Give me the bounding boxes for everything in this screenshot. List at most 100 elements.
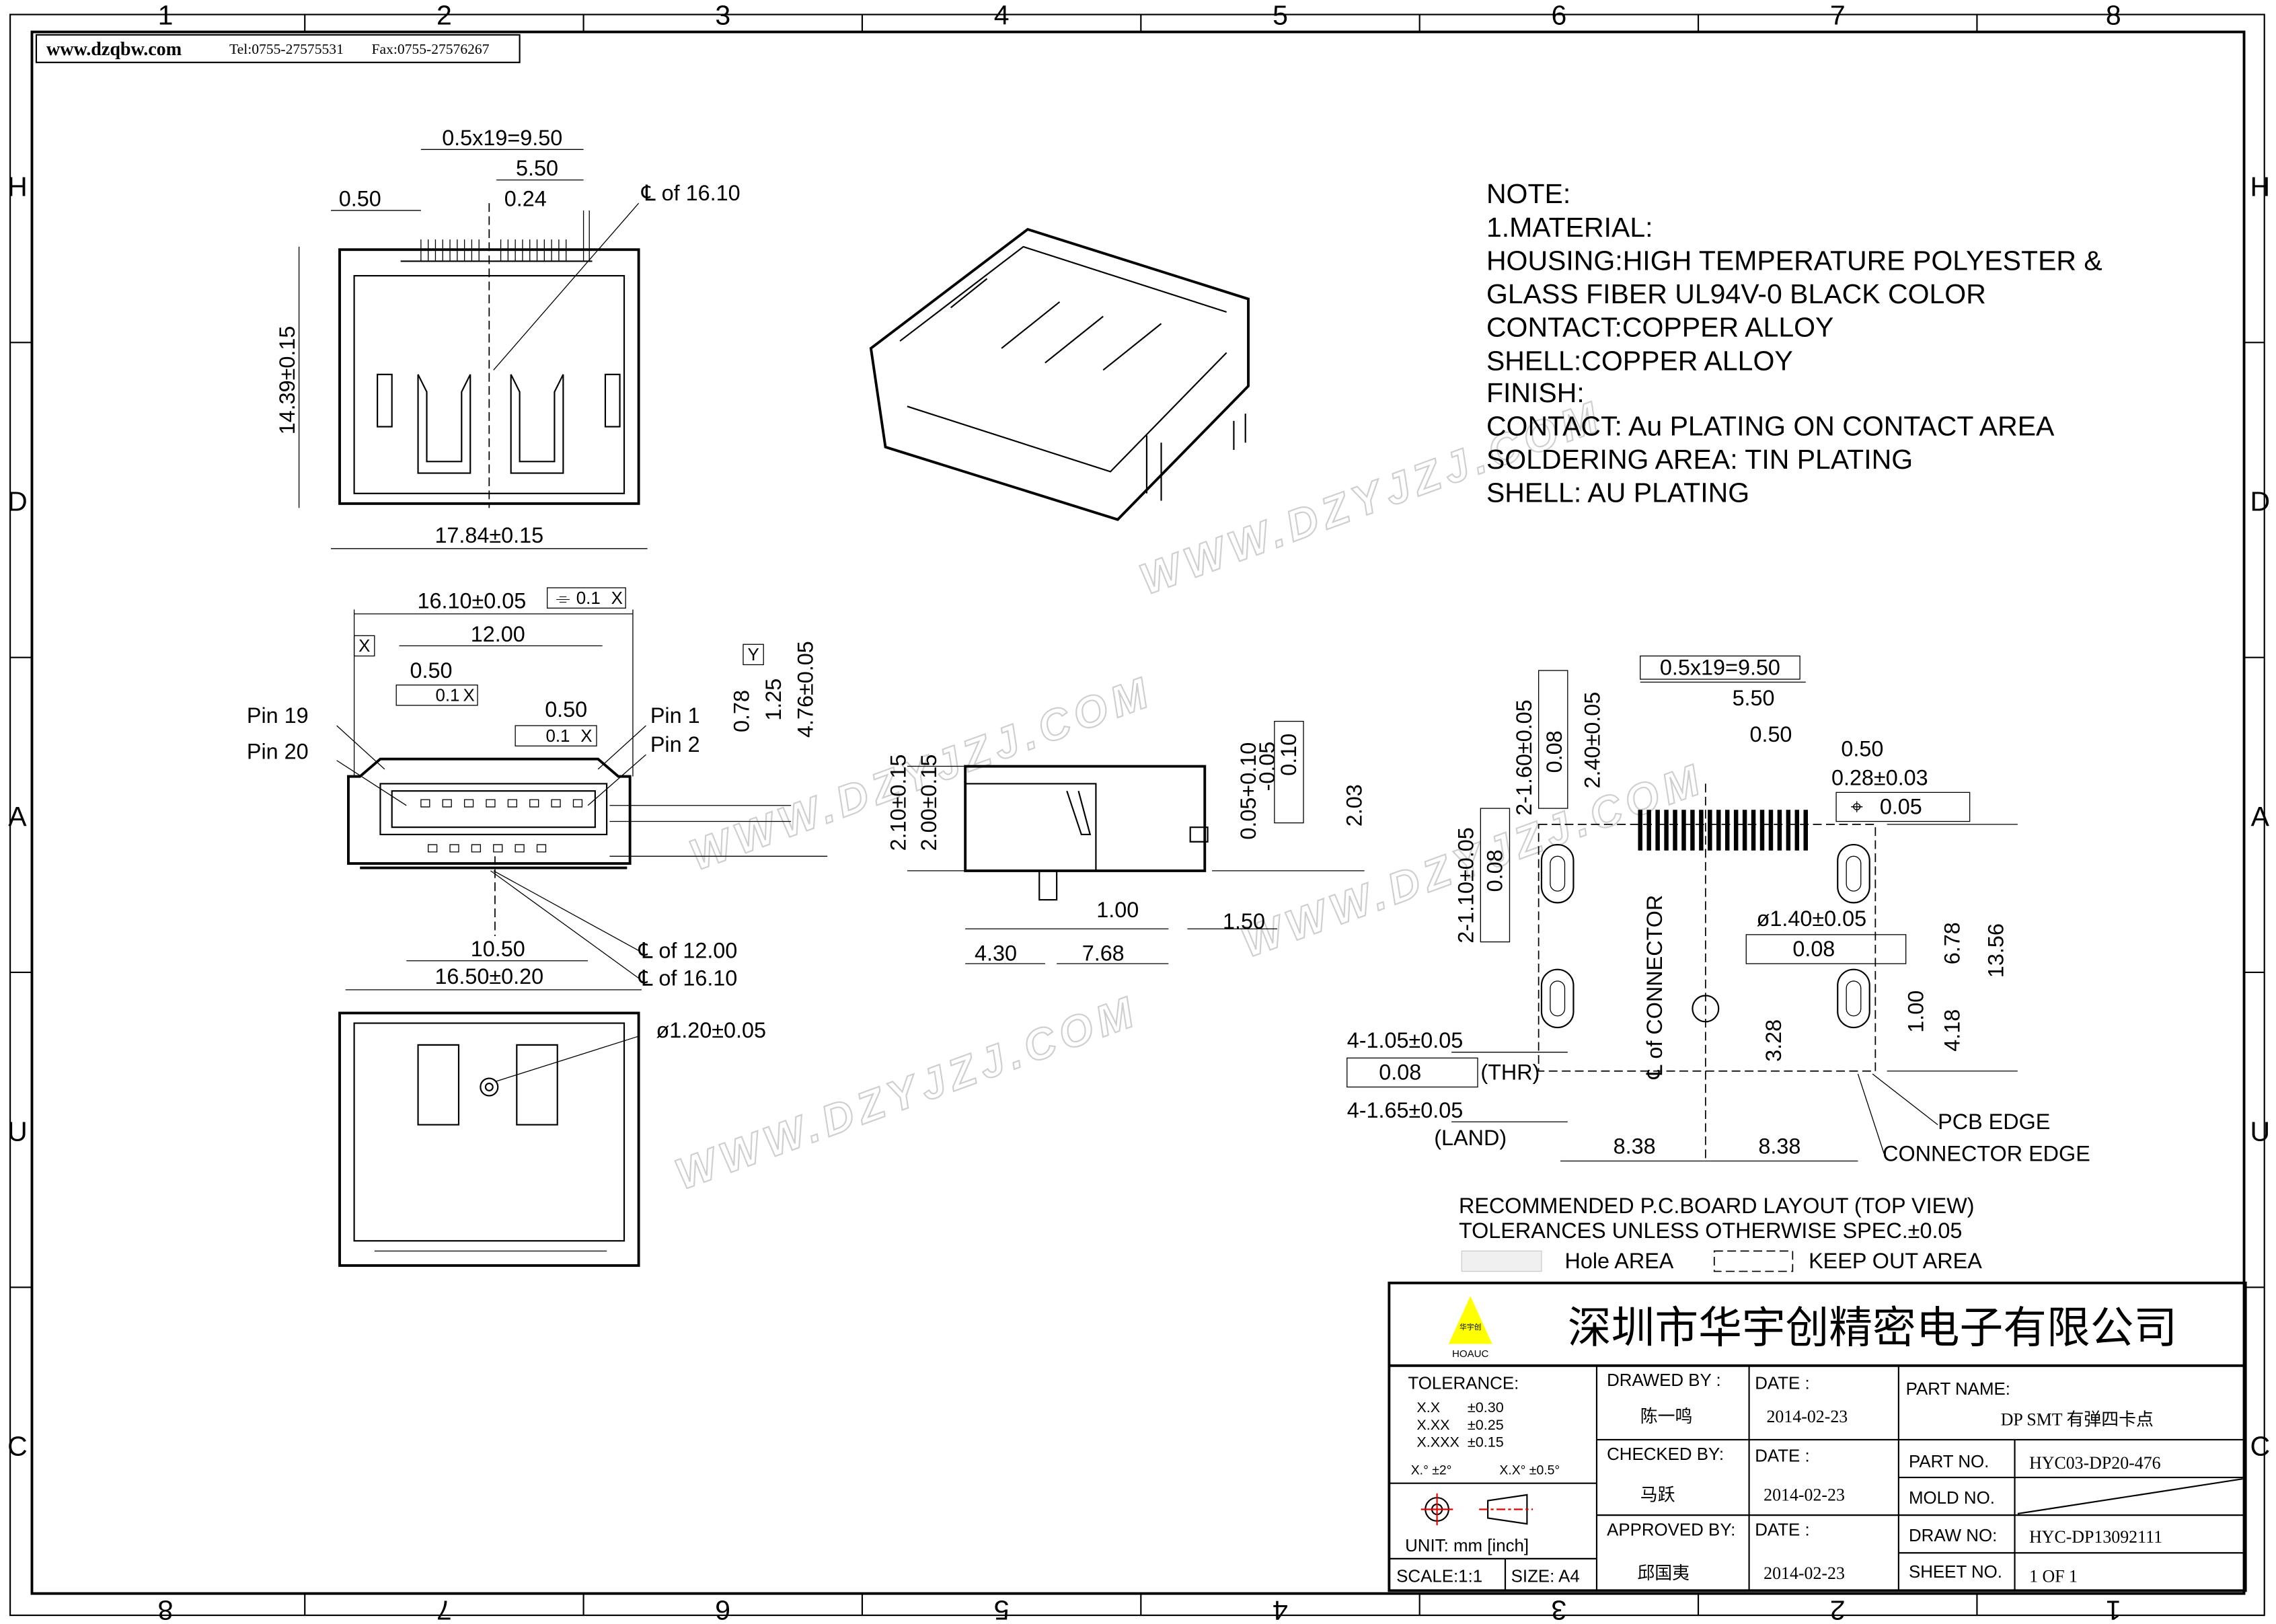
date-value: 2014-02-23 (1763, 1563, 1845, 1583)
grid-col-label: 8 (2106, 0, 2121, 31)
date-label: DATE : (1755, 1520, 1809, 1539)
dim-pcb-hole140: ø1.40±0.05 (1757, 906, 1867, 931)
title-block: 华宇创 HOAUC 深圳市华宇创精密电子有限公司 TOLERANCE: X.X … (1388, 1281, 2247, 1592)
date-value: 2014-02-23 (1763, 1485, 1845, 1505)
scale-label: SCALE:1:1 (1396, 1567, 1482, 1586)
date-label: DATE : (1755, 1374, 1809, 1393)
label-cl-16: ℄ of 16.10 (638, 966, 738, 990)
fax-text: Fax:0755-27576267 (371, 41, 489, 57)
grid-row-label: D (7, 486, 28, 517)
dim-pcb-550: 5.50 (1733, 686, 1775, 710)
legend-keep-out: KEEP OUT AREA (1809, 1249, 1982, 1273)
note-line: CONTACT:COPPER ALLOY (1486, 312, 1833, 343)
drawing-frame: 1 2 3 4 5 6 7 8 8 7 6 5 4 3 2 1 H D A U … (7, 0, 2270, 1624)
notes: NOTE: 1.MATERIAL: HOUSING:HIGH TEMPERATU… (1486, 178, 2102, 508)
hole-area-swatch (1461, 1250, 1542, 1272)
note-line: SHELL:COPPER ALLOY (1486, 345, 1793, 376)
dim-pcb-050a: 0.50 (1749, 722, 1792, 746)
dim-top-centerline: ℄ of 16.10 (641, 181, 741, 205)
keep-out-swatch (1713, 1250, 1794, 1272)
dim-front-width: 16.10±0.05 (418, 588, 527, 613)
unit-label: UNIT: mm [inch] (1405, 1537, 1529, 1555)
part-name-label: PART NAME: (1906, 1380, 2010, 1399)
grid-col-label-bottom: 5 (994, 1594, 1010, 1624)
note-line: CONTACT: Au PLATING ON CONTACT AREA (1486, 410, 2055, 441)
fcf-tolerance: 0.1 (435, 686, 459, 705)
grid-col-label-bottom: 4 (1273, 1594, 1288, 1624)
dim-pcb-100: 1.00 (1904, 991, 1928, 1033)
dim-top-550: 5.50 (516, 156, 558, 180)
grid-row-label: U (7, 1116, 28, 1147)
pcb-tolerance-note: TOLERANCES UNLESS OTHERWISE SPEC.±0.05 (1459, 1219, 1962, 1243)
drawed-by-label: DRAWED BY : (1607, 1371, 1721, 1390)
grid-row-label: C (2250, 1431, 2270, 1462)
dim-pcb-land: 4-1.65±0.05 (1347, 1098, 1463, 1122)
part-no-label: PART NO. (1909, 1453, 1989, 1471)
drawer-name: 陈一鸣 (1640, 1407, 1693, 1426)
grid-row-label: A (8, 801, 27, 832)
label-pin20: Pin 20 (247, 740, 309, 764)
dim-front-078: 0.78 (730, 690, 754, 732)
grid-col-label-bottom: 2 (1830, 1594, 1846, 1624)
note-line: FINISH: (1486, 377, 1585, 408)
dim-side-flatness: 0.10 (1277, 734, 1301, 776)
tol-value: ±0.15 (1468, 1434, 1504, 1451)
dim-pcb-050b: 0.50 (1841, 736, 1883, 761)
approved-by-label: APPROVED BY: (1607, 1520, 1735, 1539)
grid-col-label-bottom: 8 (158, 1594, 174, 1624)
dim-front-050b: 0.50 (545, 697, 587, 722)
dim-front-125: 1.25 (761, 679, 786, 721)
isometric-view (869, 227, 1250, 521)
checked-by-label: CHECKED BY: (1607, 1445, 1724, 1464)
grid-col-label: 1 (158, 0, 174, 31)
dim-pcb-838a: 8.38 (1614, 1134, 1656, 1159)
website-link[interactable]: www.dzqbw.com (46, 39, 182, 60)
fcf-tolerance: 0.08 (1379, 1060, 1421, 1085)
dim-side-005: 0.05+0.10 (1236, 742, 1260, 840)
grid-col-label: 7 (1830, 0, 1846, 31)
fcf-tolerance: 0.08 (1792, 937, 1835, 961)
note-line: SHELL: AU PLATING (1486, 477, 1749, 508)
dim-side-430: 4.30 (975, 941, 1017, 966)
date-value: 2014-02-23 (1766, 1407, 1848, 1426)
part-no-value: HYC03-DP20-476 (2029, 1453, 2161, 1473)
dim-front-050a: 0.50 (410, 658, 452, 683)
grid-row-label: A (2251, 801, 2270, 832)
label-pcb-edge: PCB EDGE (1938, 1110, 2050, 1134)
legend-hole-area: Hole AREA (1565, 1249, 1674, 1273)
projection-symbol (1420, 1493, 1533, 1526)
fcf-tolerance: 0.08 (1483, 849, 1507, 892)
dim-bottom-hole: ø1.20±0.05 (656, 1018, 765, 1042)
dim-front-476: 4.76±0.05 (794, 641, 818, 738)
grid-col-label: 4 (994, 0, 1010, 31)
dim-top-024: 0.24 (504, 186, 547, 210)
draw-no-value: HYC-DP13092111 (2029, 1527, 2162, 1547)
tel-text: Tel:0755-27575531 (229, 41, 344, 57)
grid-col-label: 5 (1273, 0, 1288, 31)
position-symbol: ⌖ (1851, 795, 1863, 819)
dim-pcb-838b: 8.38 (1758, 1134, 1800, 1159)
label-cl-12: ℄ of 12.00 (638, 938, 738, 962)
dim-pcb-110: 2-1.10±0.05 (1454, 827, 1478, 943)
dim-side-768: 7.68 (1082, 941, 1125, 966)
grid-row-label: H (2250, 171, 2270, 202)
dim-side-005b: -0.05 (1255, 742, 1279, 791)
dim-pcb-028: 0.28±0.03 (1831, 766, 1928, 790)
grid-col-label: 2 (437, 0, 452, 31)
label-pin1: Pin 1 (650, 703, 700, 728)
tol-key: X.XX (1416, 1416, 1449, 1433)
grid-row-label: C (7, 1431, 28, 1462)
datum-x-label: X (358, 637, 370, 656)
tol-value: ±0.25 (1468, 1416, 1504, 1433)
dim-pcb-678: 6.78 (1940, 922, 1965, 964)
grid-row-label: H (7, 171, 28, 202)
dim-pcb-328: 3.28 (1761, 1019, 1786, 1062)
dim-pcb-418: 4.18 (1940, 1009, 1965, 1052)
grid-col-label-bottom: 1 (2106, 1594, 2121, 1624)
part-name-value: DP SMT 有弹四卡点 (2001, 1409, 2154, 1429)
dim-pcb-1356: 13.56 (1983, 923, 2008, 978)
dim-pcb-240: 2.40±0.05 (1580, 692, 1604, 789)
dim-pcb-160: 2-1.60±0.05 (1512, 699, 1536, 816)
grid-col-label-bottom: 3 (1551, 1594, 1566, 1624)
